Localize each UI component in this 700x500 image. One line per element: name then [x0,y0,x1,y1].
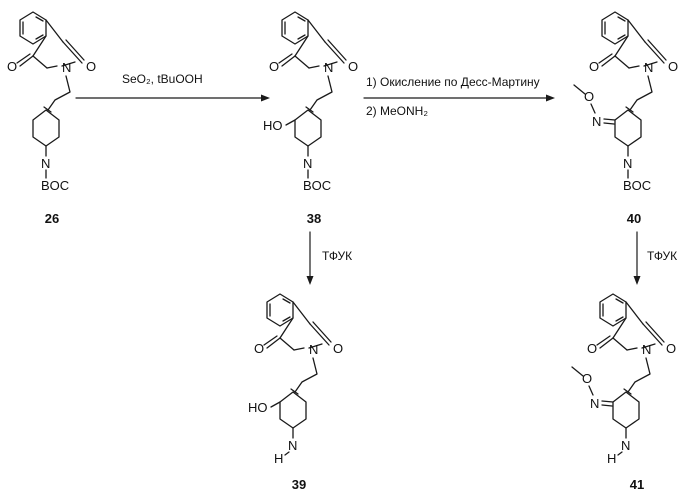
nh-hydrogen: H [274,451,283,466]
ring-nitrogen: N [623,156,632,171]
hydroxyl-group: HO [248,400,268,415]
compound-number: 38 [307,211,321,226]
carbonyl-oxygen-left: O [587,341,597,356]
conditions-38-to-40-step2: 2) MeONH₂ [366,104,428,118]
compound-number: 26 [45,211,59,226]
oxime-nitrogen: N [590,396,599,411]
hydroxyl-group: HO [263,118,283,133]
imide-nitrogen: N [324,60,333,75]
oxime-oxygen: O [584,89,594,104]
arrow-38-to-39 [307,232,314,285]
compound-38-structure: O O N HO N BOC 38 [263,12,358,226]
boc-group: BOC [303,178,331,193]
oxime-oxygen: O [582,371,592,386]
arrow-26-to-38 [76,95,270,102]
compound-number: 40 [627,211,641,226]
conditions-40-to-41: ТФУК [647,249,677,263]
nh-hydrogen: H [607,451,616,466]
compound-40-structure: O O N N O N BOC 40 [574,12,678,226]
carbonyl-oxygen-left: O [254,341,264,356]
carbonyl-oxygen-right: O [348,59,358,74]
carbonyl-oxygen-left: O [589,59,599,74]
arrow-38-to-40 [364,95,555,102]
conditions-26-to-38: SeO₂, tBuOOH [122,72,203,86]
conditions-38-to-39: ТФУК [322,249,352,263]
phthalimide-group: O O N [7,12,96,75]
oxime-nitrogen: N [592,114,601,129]
compound-26-structure: O O N N BOC 26 [7,12,96,226]
imide-nitrogen: N [644,60,653,75]
phthalimide-group: O O N [254,294,343,357]
conditions-38-to-40-step1: 1) Окисление по Десс-Мартину [366,75,540,89]
imide-nitrogen: N [642,342,651,357]
carbonyl-oxygen-right: O [333,341,343,356]
compound-41-structure: O O N N O N H 41 [572,294,676,492]
compound-number: 39 [292,477,306,492]
carbonyl-oxygen-right: O [666,341,676,356]
carbonyl-oxygen-right: O [668,59,678,74]
carbonyl-oxygen-left: O [269,59,279,74]
ring-nitrogen: N [288,438,297,453]
boc-group: BOC [41,178,69,193]
phthalimide-group: O O N [589,12,678,75]
phthalimide-group: O O N [269,12,358,75]
boc-group: BOC [623,178,651,193]
imide-nitrogen: N [62,60,71,75]
compound-number: 41 [630,477,644,492]
imide-nitrogen: N [309,342,318,357]
ring-nitrogen: N [621,438,630,453]
compound-39-structure: O O N HO N H 39 [248,294,343,492]
phthalimide-group: O O N [587,294,676,357]
ring-nitrogen: N [41,156,50,171]
carbonyl-oxygen-right: O [86,59,96,74]
ring-nitrogen: N [303,156,312,171]
arrow-40-to-41 [634,232,641,285]
carbonyl-oxygen-left: O [7,59,17,74]
